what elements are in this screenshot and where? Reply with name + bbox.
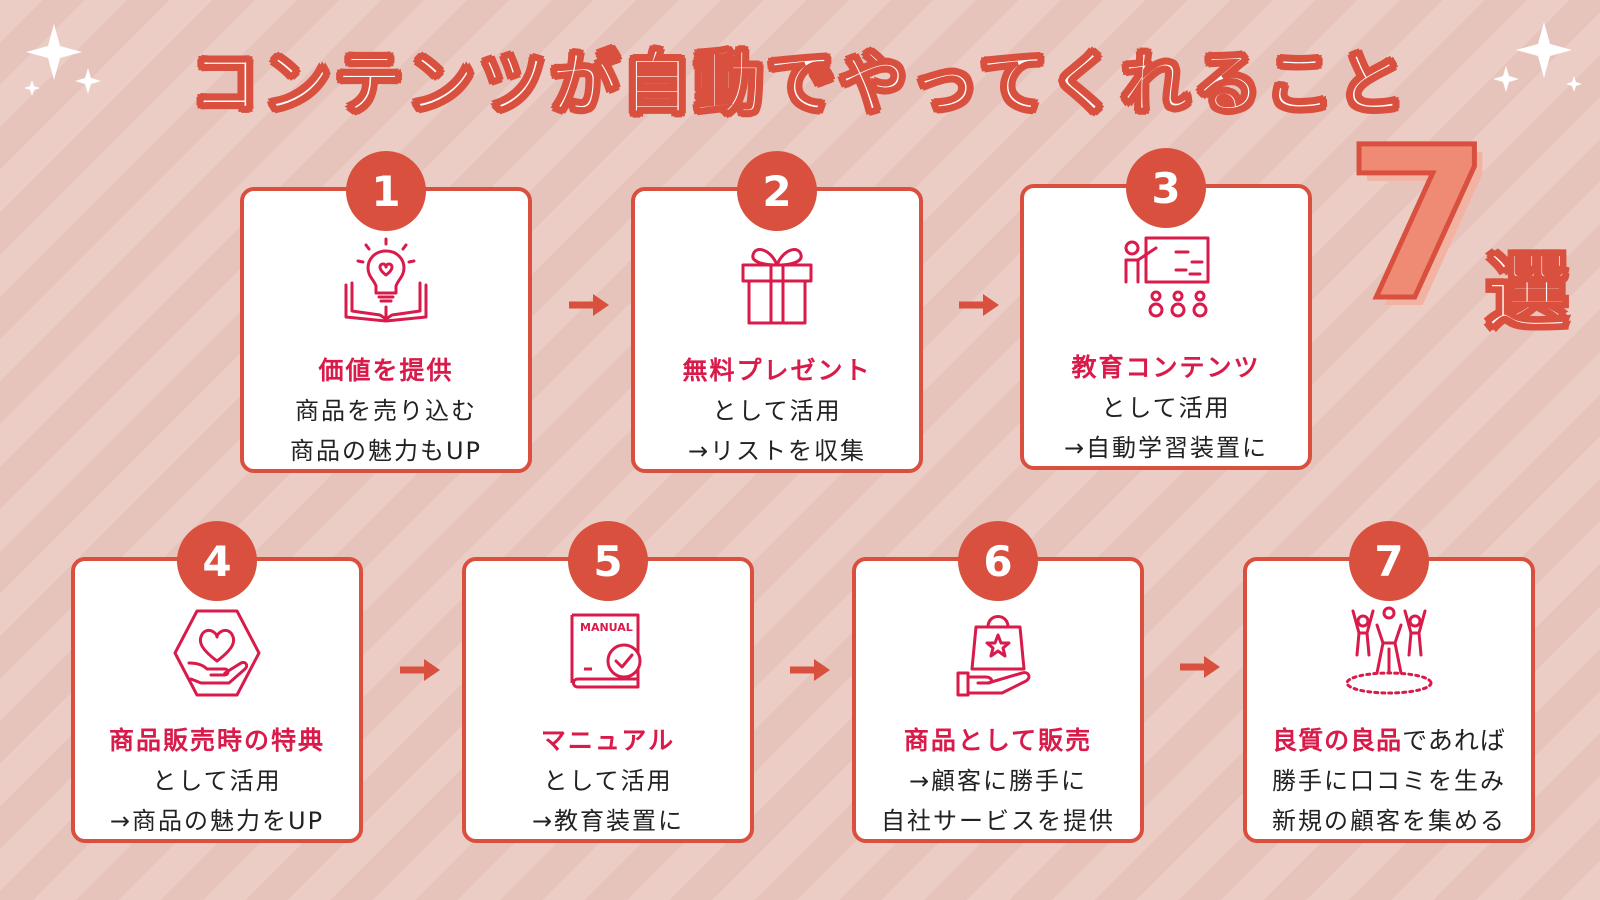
arrow-right-icon (569, 294, 609, 316)
step-text-line-1: 商品を売り込む (295, 397, 477, 425)
step-card-1: 1 価値を提供 商品を売り込む 商品の魅力もUP (240, 151, 532, 473)
step-text-line-2: →商品の魅力をUP (109, 807, 325, 835)
step-card-6: 6 商品として販売 →顧客に勝手に 自社サービスを提供 (852, 521, 1144, 843)
sparkle-icon-left (24, 24, 101, 96)
step-text-line-1: として活用 (1101, 394, 1231, 422)
step-number-badge: 2 (737, 151, 817, 231)
step-heading: 商品販売時の特典 (108, 726, 325, 755)
count-number: 7 (1342, 102, 1493, 347)
step-text-line-1: として活用 (543, 767, 673, 795)
step-text-line-2: →教育装置に (531, 807, 685, 835)
manual-book-icon: MANUAL (570, 613, 642, 689)
arrow-right-icon (959, 294, 999, 316)
cheering-people-icon (1345, 606, 1433, 695)
step-heading: 教育コンテンツ (1071, 353, 1261, 382)
step-heading: 無料プレゼント (682, 356, 872, 385)
step-card-3: 3 教育コンテンツ として活用 →自動学習装置に (1020, 148, 1312, 470)
step-text-line-1: として活用 (712, 397, 842, 425)
step-heading: マニュアル (540, 726, 676, 755)
step-text-line-1: 勝手に口コミを生み (1272, 767, 1506, 795)
step-text-line-2: →自動学習装置に (1063, 434, 1269, 462)
page-title: コンテンツが自動でやってくれること (190, 44, 1410, 125)
step-text-line-2: →リストを収集 (687, 437, 867, 465)
step-number-badge: 3 (1126, 148, 1206, 228)
step-number-badge: 6 (958, 521, 1038, 601)
step-text-line-1: として活用 (152, 767, 282, 795)
step-text-line-2: 商品の魅力もUP (289, 437, 483, 465)
manual-icon-label: MANUAL (580, 621, 633, 634)
step-text-line-2: 新規の顧客を集める (1272, 807, 1506, 835)
sparkle-icon-right (1493, 22, 1582, 92)
step-number-badge: 7 (1349, 521, 1429, 601)
step-heading: 価値を提供 (318, 356, 454, 385)
step-number-badge: 4 (177, 521, 257, 601)
step-text-line-2: 自社サービスを提供 (881, 807, 1115, 835)
heart-hand-icon (173, 609, 261, 697)
arrow-right-icon (790, 659, 830, 681)
step-number-badge: 5 (568, 521, 648, 601)
step-card-7: 7 良質の良品であれば 勝手に口コミを生み 新規の顧客を集める (1243, 521, 1535, 843)
step-text-line-1: →顧客に勝手に (908, 767, 1088, 795)
teacher-whiteboard-icon (1124, 236, 1210, 318)
gift-box-icon (741, 248, 813, 325)
lightbulb-book-icon (344, 237, 428, 323)
step-heading-rest: であれば (1402, 726, 1506, 755)
step-card-5: 5 MANUAL マニュアル として活用 →教育装置に (462, 521, 754, 843)
step-heading: 商品として販売 (903, 726, 1093, 755)
count-suffix: 選 (1484, 242, 1570, 342)
step-heading: 良質の良品であれば (1247, 721, 1531, 757)
step-card-4: 4 商品販売時の特典 として活用 →商品の魅力をUP (71, 521, 363, 843)
arrow-right-icon (1180, 656, 1220, 678)
step-heading-highlight: 良質の良品 (1272, 726, 1403, 755)
step-card-2: 2 無料プレゼント として活用 →リストを収集 (631, 151, 923, 473)
shopping-bag-hand-icon (956, 615, 1031, 697)
step-number-badge: 1 (346, 151, 426, 231)
arrow-right-icon (400, 659, 440, 681)
